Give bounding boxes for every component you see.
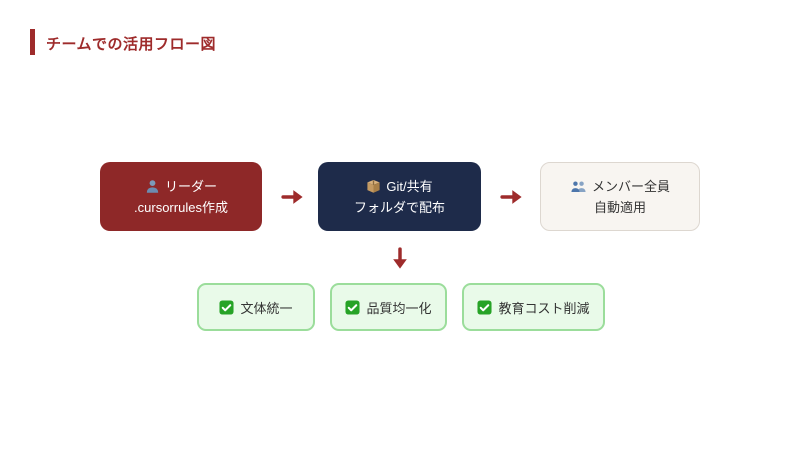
check-icon <box>477 299 493 315</box>
arrow-right-icon <box>279 184 305 210</box>
package-icon <box>366 179 381 194</box>
people-icon <box>570 180 587 193</box>
benefit-label: 教育コスト削減 <box>498 300 590 316</box>
flow-step-distribute: Git/共有 フォルダで配布 <box>318 162 481 231</box>
flow-step-leader-sublabel: .cursorrules作成 <box>134 199 228 215</box>
person-icon <box>145 179 160 194</box>
flow-step-leader-label: リーダー <box>164 178 217 194</box>
arrow-down-icon <box>387 245 413 271</box>
benefit-label: 文体統一 <box>240 300 293 316</box>
check-icon <box>219 299 235 315</box>
benefit-label: 品質均一化 <box>366 300 432 316</box>
flow-step-distribute-sublabel: フォルダで配布 <box>353 199 445 215</box>
title-accent-bar <box>30 29 35 55</box>
flow-step-members-sublabel: 自動適用 <box>593 199 646 215</box>
flow-step-members: メンバー全員 自動適用 <box>540 162 700 231</box>
benefit-item: 教育コスト削減 <box>462 283 605 331</box>
flow-step-distribute-label: Git/共有 <box>386 178 433 194</box>
flow-step-leader: リーダー .cursorrules作成 <box>100 162 262 231</box>
flow-step-members-label: メンバー全員 <box>591 178 670 194</box>
benefit-item: 文体統一 <box>197 283 315 331</box>
check-icon <box>345 299 361 315</box>
benefit-item: 品質均一化 <box>330 283 447 331</box>
arrow-right-icon <box>498 184 524 210</box>
page-title: チームでの活用フロー図 <box>46 36 217 53</box>
